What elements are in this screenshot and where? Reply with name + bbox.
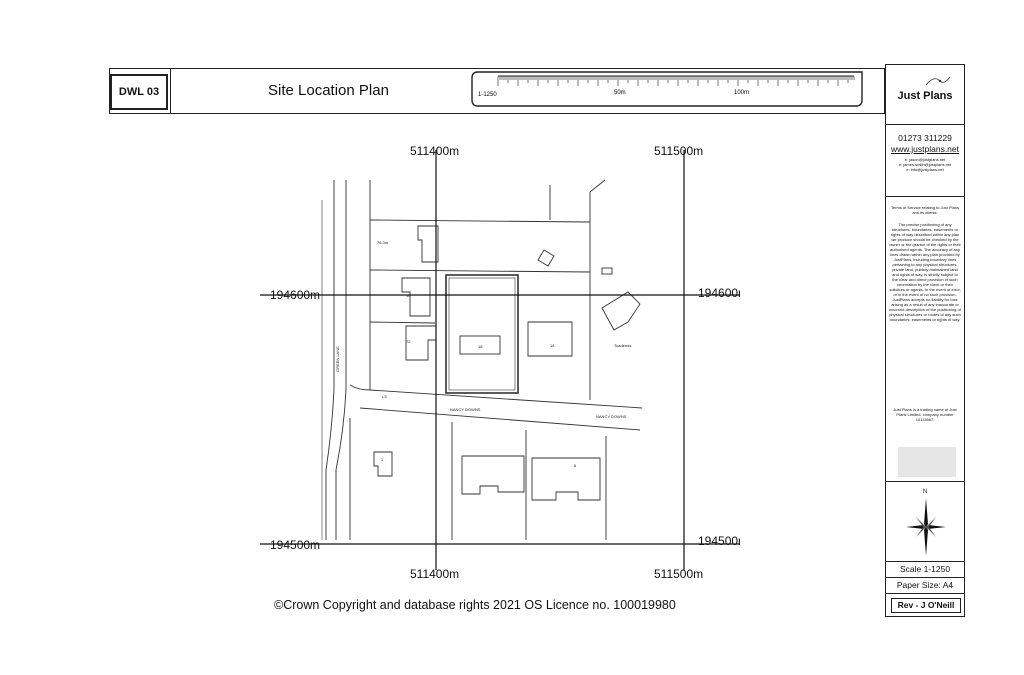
- company-name: Just Plans: [897, 90, 953, 102]
- nancy-downs-label-2: NANCY DOWNS: [596, 414, 627, 419]
- building-toadends: [601, 291, 641, 331]
- company-phone: 01273 311229: [898, 133, 952, 143]
- house-number-18: 18: [478, 344, 483, 349]
- house-number-1: 1: [381, 457, 384, 462]
- email-james[interactable]: e: james.smith@justplans.net: [898, 162, 952, 167]
- terms-footer: Just Plans is a trading name of Just Pla…: [893, 407, 957, 422]
- redacted-block: [898, 447, 956, 477]
- copyright-notice: ©Crown Copyright and database rights 202…: [274, 598, 676, 612]
- building: [461, 455, 525, 495]
- scale-ticks: [497, 76, 855, 86]
- nancy-downs-edge-bottom: [359, 407, 641, 431]
- easting-top-left-label: 511400m: [410, 144, 459, 158]
- north-arrow-icon: [906, 498, 946, 556]
- easting-bottom-right-label: 511500m: [654, 567, 703, 581]
- boundary: [369, 269, 591, 273]
- terms-body: The precise positioning of any structure…: [889, 222, 961, 322]
- terms-cell: Terms of Service relating to Just Plans …: [886, 197, 964, 482]
- building: [401, 277, 431, 317]
- paper-size-cell: Paper Size: A4: [886, 578, 964, 594]
- logo-icon: [925, 76, 951, 86]
- site-map: 76.3m 16 72 18 14 Toadends 1 6 LS NANCY …: [260, 144, 740, 581]
- house-number-72: 72: [406, 339, 411, 344]
- scale-text: Scale 1-1250: [899, 564, 951, 574]
- north-label: N: [922, 489, 928, 495]
- site-boundary-inner: [448, 277, 516, 391]
- house-number-16: 16: [406, 293, 411, 298]
- house-number-6: 6: [574, 463, 577, 468]
- contact-cell: 01273 311229 www.justplans.net e: jason@…: [886, 125, 964, 197]
- company-website[interactable]: www.justplans.net: [890, 144, 960, 154]
- title-block-header: [109, 68, 885, 114]
- boundary: [369, 219, 591, 223]
- scale-cell: Scale 1-1250: [886, 562, 964, 578]
- company-cell: Just Plans: [886, 65, 964, 125]
- email-jason[interactable]: e: jason@justplans.net: [904, 157, 946, 162]
- northing-lower-right-label: 194500m: [698, 534, 740, 548]
- easting-bottom-left-label: 511400m: [410, 567, 459, 581]
- building: [537, 249, 555, 267]
- north-arrow-cell: N: [886, 482, 964, 562]
- northing-lower-left-label: 194500m: [270, 538, 320, 552]
- building: [527, 321, 573, 357]
- drawing-title: Site Location Plan: [268, 82, 389, 99]
- easting-top-right-label: 511500m: [654, 144, 703, 158]
- green-lane-edge-left: [325, 180, 335, 540]
- building: [531, 457, 601, 501]
- house-number-14: 14: [550, 343, 555, 348]
- scale-ratio-label: 1-1250: [478, 92, 497, 98]
- scale-100m-label: 100m: [734, 90, 749, 96]
- spot-height-label: 76.3m: [377, 240, 389, 245]
- nancy-downs-edge-top: [349, 384, 643, 409]
- title-block-side: Just Plans 01273 311229 www.justplans.ne…: [885, 64, 965, 617]
- revision-box: Rev - J O'Neill: [891, 598, 961, 613]
- boundary: [369, 321, 436, 324]
- building-site-house: [459, 335, 501, 355]
- terms-heading: Terms of Service relating to Just Plans …: [890, 205, 960, 215]
- outbuilding: [601, 267, 613, 275]
- green-lane-label: GREEN LANE: [335, 346, 340, 372]
- drawing-number: DWL 03: [110, 74, 168, 110]
- ls-label: LS: [382, 394, 387, 399]
- scale-bar: 1-1250 50m 100m: [471, 71, 863, 107]
- green-lane-edge-right: [335, 180, 347, 540]
- header-divider: [170, 68, 171, 114]
- building: [417, 225, 439, 263]
- nancy-downs-label-1: NANCY DOWNS: [450, 407, 481, 412]
- boundary: [589, 179, 606, 193]
- building: [373, 451, 393, 477]
- site-boundary: [445, 274, 519, 394]
- toadends-label: Toadends: [614, 343, 631, 348]
- scale-50m-label: 50m: [614, 90, 626, 96]
- paper-size: Paper Size: A4: [896, 580, 954, 590]
- building: [405, 325, 437, 361]
- northing-upper-right-label: 194600m: [698, 286, 740, 300]
- email-info[interactable]: e: info@justplans.net: [906, 167, 944, 172]
- northing-upper-left-label: 194600m: [270, 288, 320, 302]
